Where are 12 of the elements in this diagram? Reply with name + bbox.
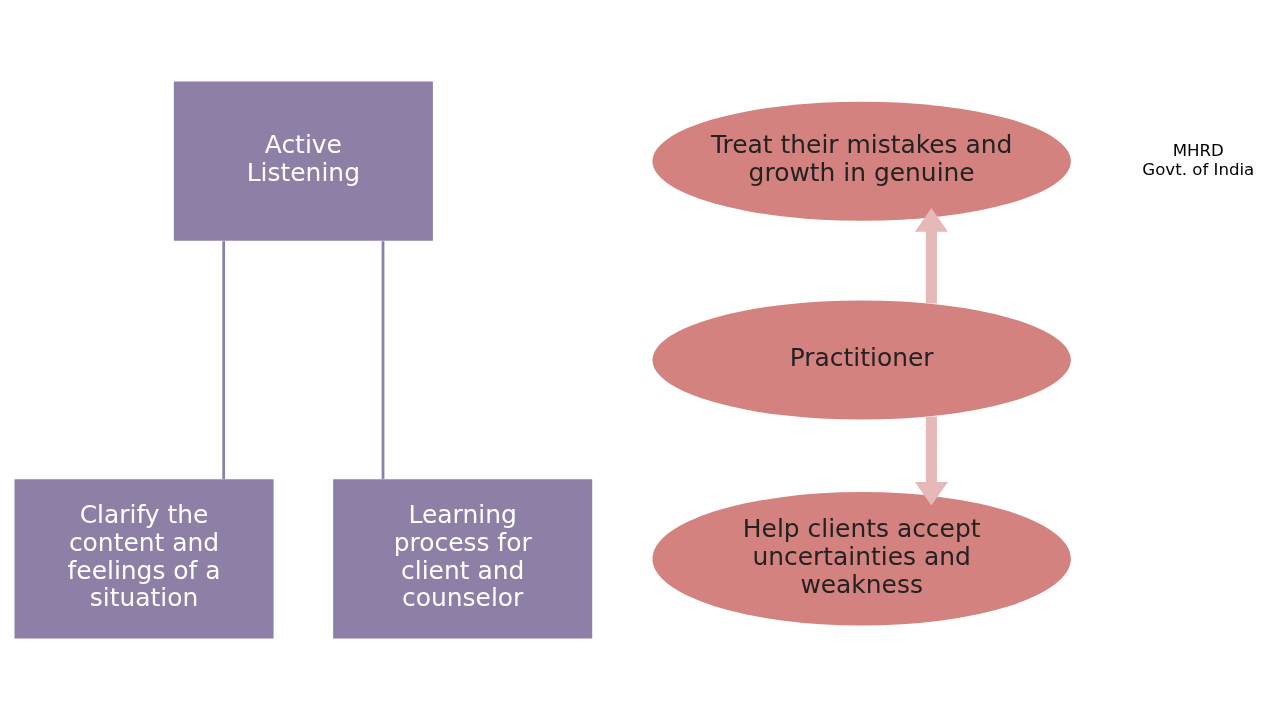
arrow: [914, 416, 948, 506]
node-box: Clarify the content and feelings of a situation: [14, 479, 274, 639]
label: MHRD: [1172, 141, 1224, 161]
arrow: [914, 208, 948, 304]
node-ellipse: Practitioner: [652, 300, 1071, 420]
node-ellipse: Treat their mistakes and growth in genuine: [652, 101, 1071, 221]
connector: [222, 241, 226, 479]
node-box: Active Listening: [173, 81, 433, 241]
node-ellipse: Help clients accept uncertainties and weakness: [652, 492, 1071, 626]
connector: [381, 241, 385, 479]
label: Govt. of India: [1142, 159, 1255, 179]
node-box: Learning process for client and counselor: [333, 479, 593, 639]
